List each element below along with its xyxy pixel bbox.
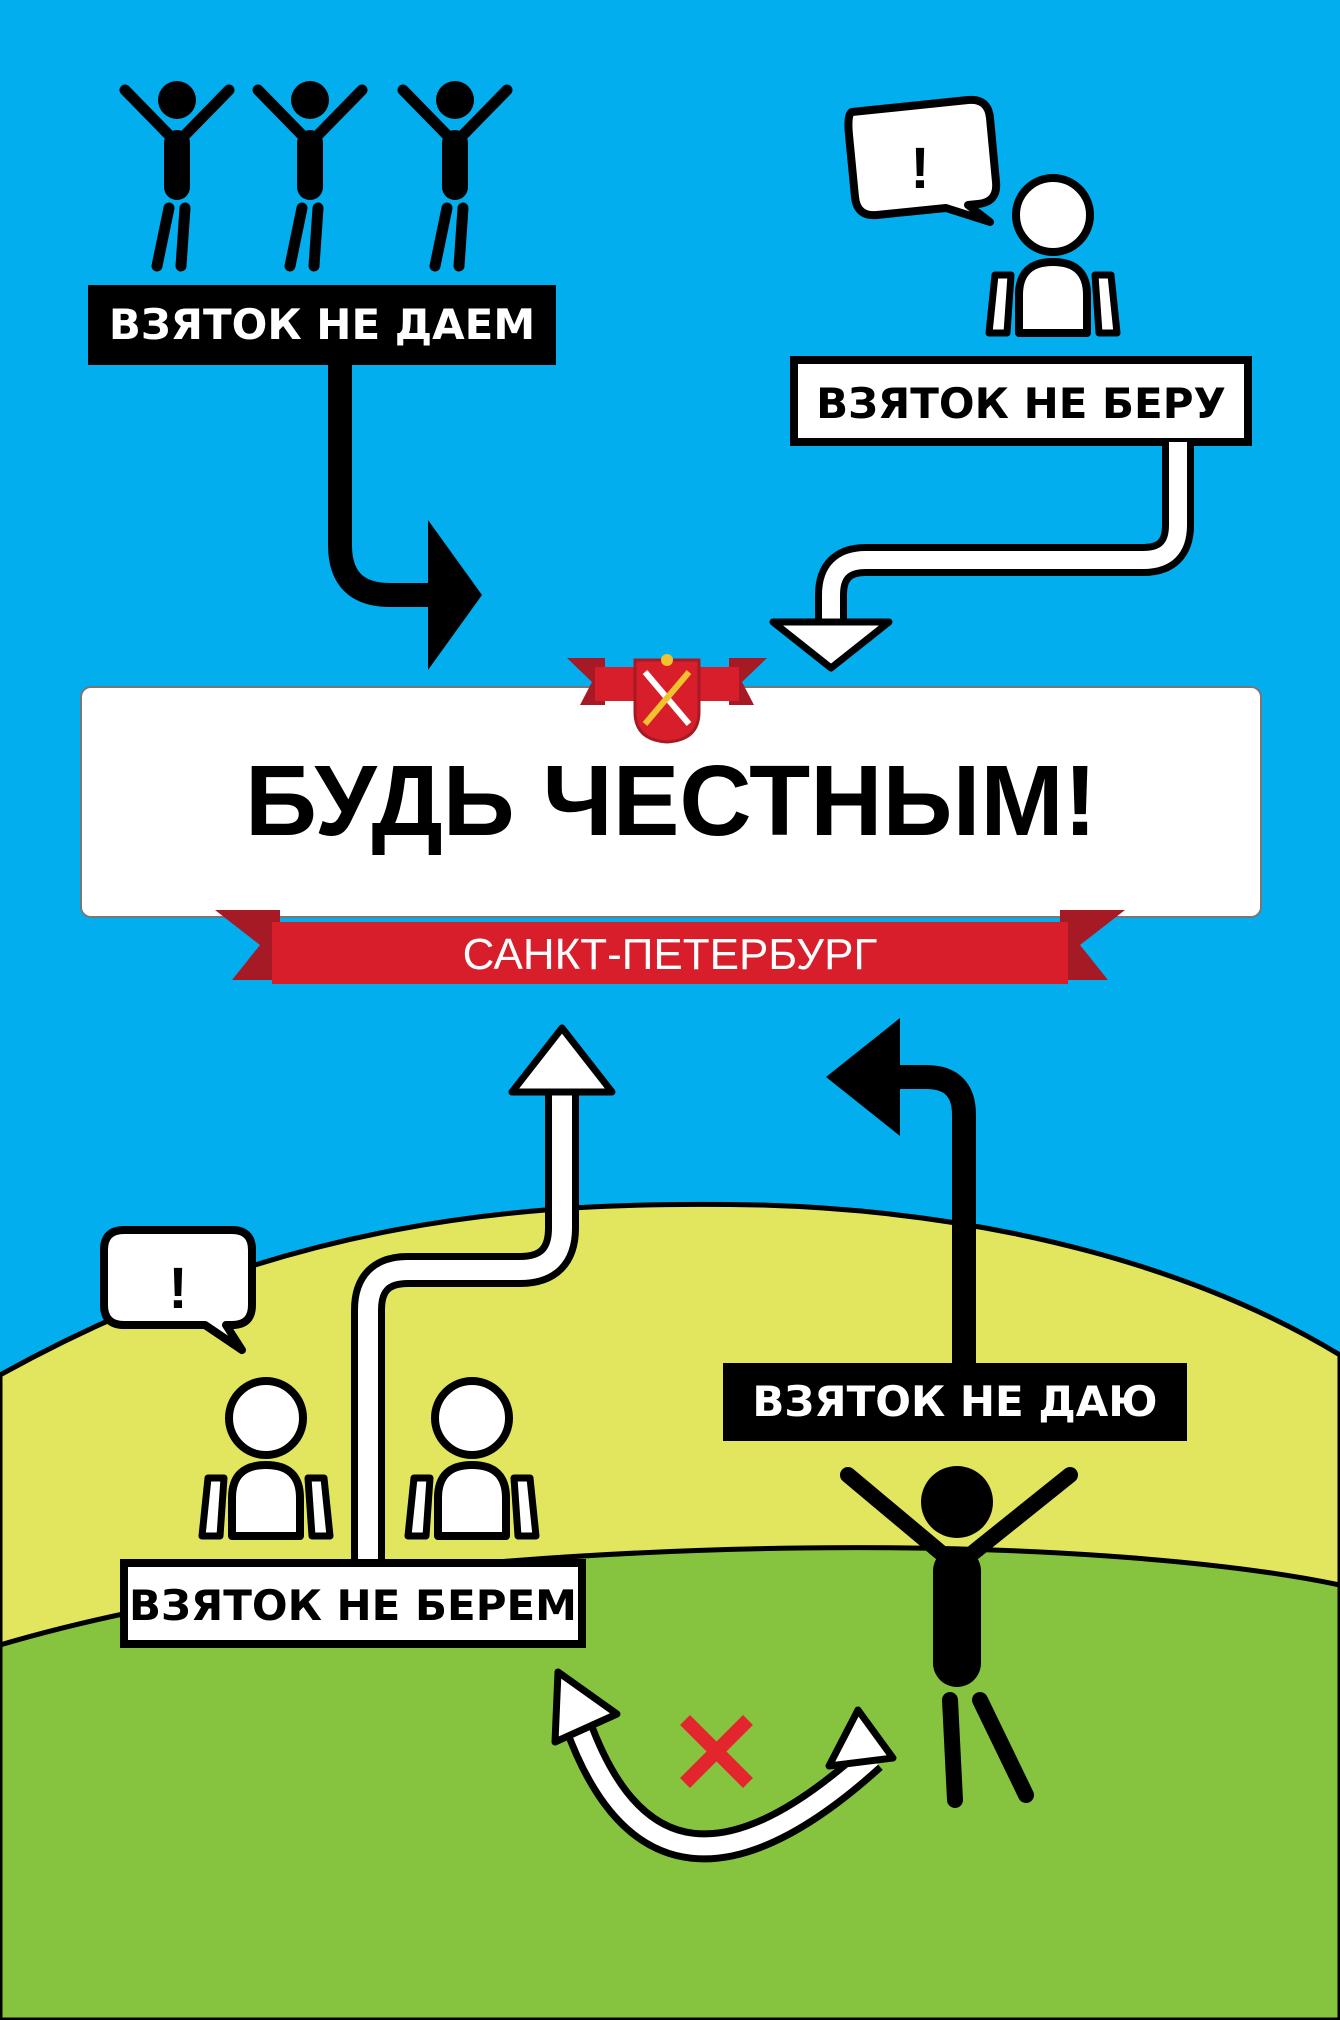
stick-figure-icon [840,1466,1078,1808]
label-top-left: ВЗЯТОК НЕ ДАЕМ [88,285,556,365]
title: БУДЬ ЧЕСТНЫМ! [245,745,1097,857]
bubble-exclamation: ! [168,1256,187,1321]
arrow-icon [351,1024,616,1568]
speech-bubble-icon: ! [844,95,1001,226]
label-bottom-right-text: ВЗЯТОК НЕ ДАЮ [752,1377,1157,1426]
coat-of-arms-icon [633,654,701,744]
label-bottom-left: ВЗЯТОК НЕ БЕРЕМ [120,1559,586,1648]
label-top-left-text: ВЗЯТОК НЕ ДАЕМ [109,300,535,349]
label-bottom-left-text: ВЗЯТОК НЕ БЕРЕМ [129,1581,577,1630]
label-top-right-text: ВЗЯТОК НЕ БЕРУ [816,379,1226,428]
city-ribbon: САНКТ-ПЕТЕРБУРГ [215,910,1125,984]
cross-icon [680,1715,753,1788]
speech-bubble-icon: ! [100,1226,256,1354]
bubble-exclamation: ! [910,136,929,201]
city-name: САНКТ-ПЕТЕРБУРГ [463,930,878,979]
arrow-icon [826,1018,976,1372]
exchange-arrows-icon [551,1668,897,1863]
arrow-icon [328,365,482,670]
label-top-right: ВЗЯТОК НЕ БЕРУ [790,356,1252,446]
arrow-icon [769,442,1194,672]
label-bottom-right: ВЗЯТОК НЕ ДАЮ [723,1363,1187,1441]
